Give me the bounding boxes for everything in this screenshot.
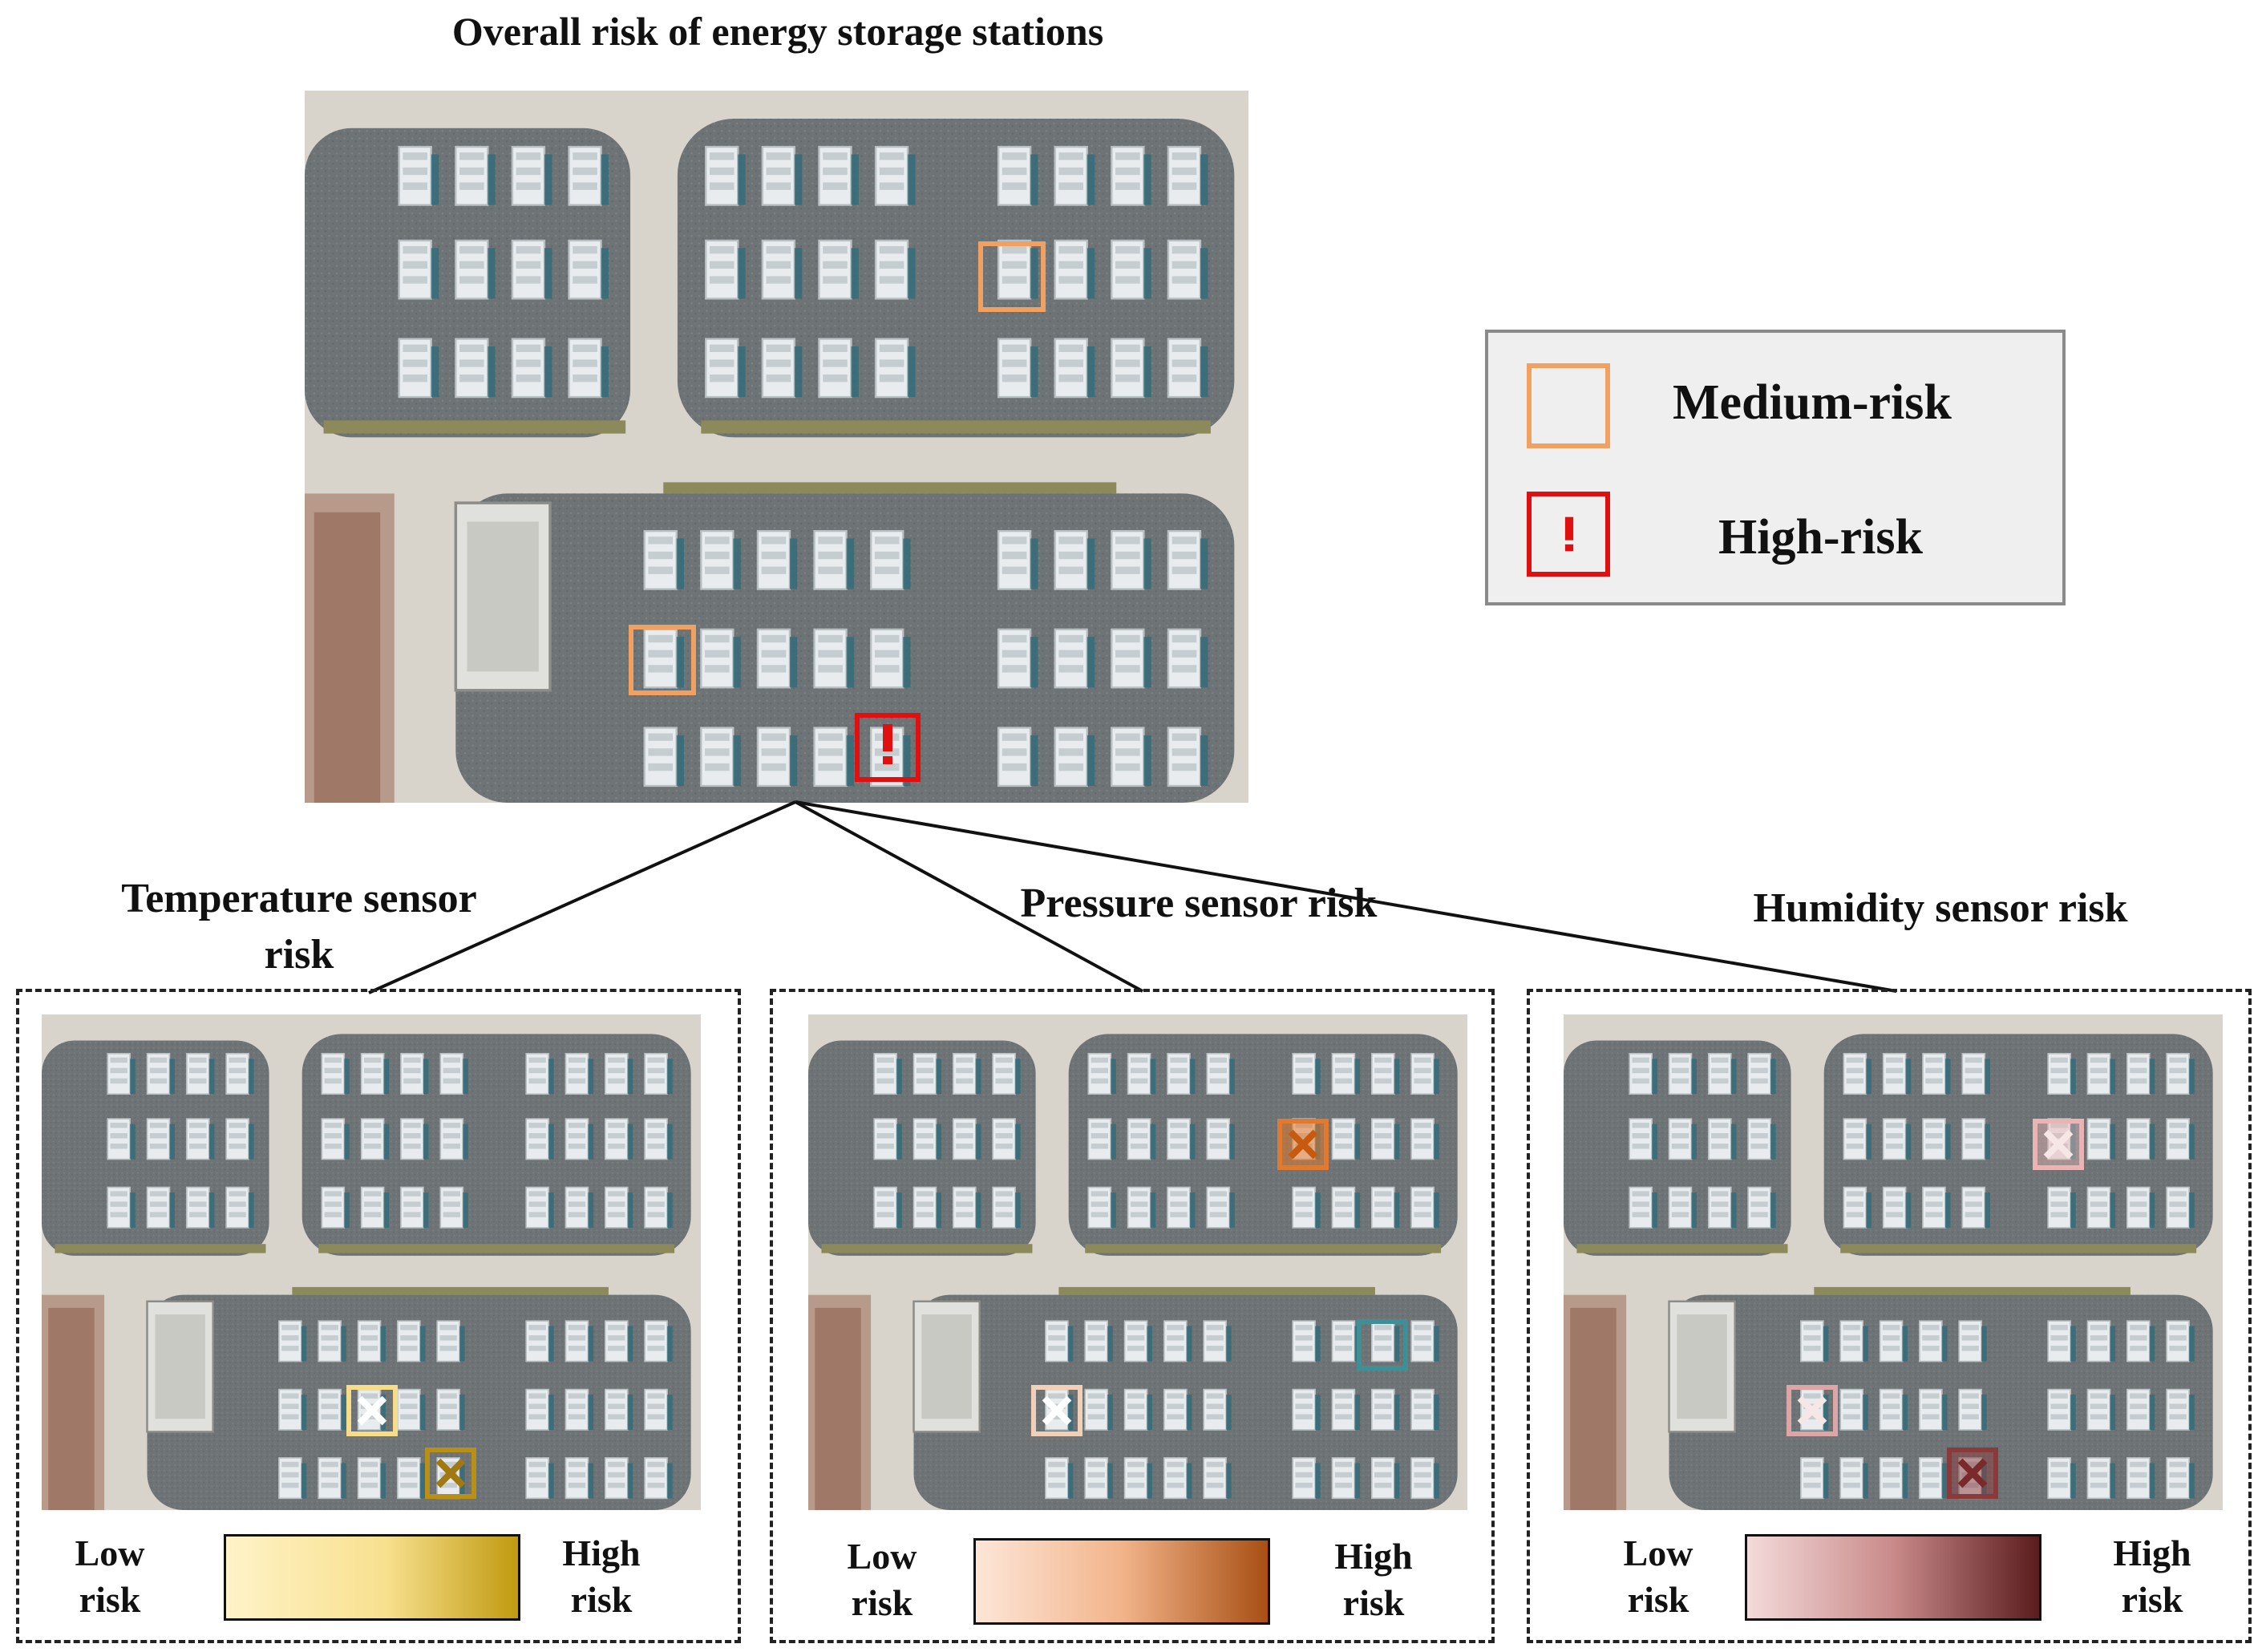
pressure-risk-marker: [1357, 1319, 1408, 1371]
x-mark-icon: [357, 1395, 387, 1426]
x-mark-icon: [1957, 1458, 1988, 1488]
humidity-risk-marker: [1947, 1448, 1998, 1499]
pressure-gradient-bar: [973, 1538, 1270, 1625]
humidity-risk-marker: [2033, 1119, 2084, 1170]
x-mark-icon: [1797, 1395, 1827, 1426]
main-aerial-image: [305, 91, 1248, 803]
panel-title-pressure: Pressure sensor risk: [1020, 881, 1378, 926]
humidity-aerial-image: [1564, 1014, 2223, 1510]
legend: Medium-risk High-risk: [1485, 330, 2066, 605]
humidity-risk-marker: [1787, 1385, 1838, 1436]
warning-icon: [883, 724, 892, 764]
medium-risk-marker: [629, 625, 696, 695]
pressure-risk-marker: [1277, 1119, 1329, 1170]
pressure-high-label: High risk: [1334, 1536, 1413, 1623]
pressure-aerial-image: [808, 1014, 1467, 1510]
medium-risk-marker: [978, 241, 1046, 312]
temperature-high-label: High risk: [562, 1533, 641, 1620]
high-risk-swatch: [1527, 492, 1610, 577]
x-mark-icon: [1288, 1129, 1318, 1160]
humidity-gradient-bar: [1745, 1534, 2041, 1621]
panel-title-temperature: Temperature sensor risk: [121, 876, 477, 978]
pressure-low-label: Low risk: [847, 1536, 917, 1623]
temperature-risk-marker: [346, 1385, 398, 1436]
temperature-low-label: Low risk: [75, 1533, 145, 1620]
humidity-high-label: High risk: [2113, 1533, 2191, 1620]
temperature-panel: [16, 989, 741, 1643]
humidity-panel: [1527, 989, 2252, 1643]
temperature-gradient-bar: [224, 1534, 520, 1621]
x-mark-icon: [1042, 1395, 1072, 1426]
pressure-risk-marker: [1031, 1385, 1082, 1436]
medium-risk-swatch: [1527, 363, 1610, 448]
x-mark-icon: [435, 1458, 466, 1488]
main-title: Overall risk of energy storage stations: [451, 9, 1104, 54]
legend-medium-label: Medium-risk: [1673, 375, 1952, 430]
humidity-low-label: Low risk: [1623, 1533, 1693, 1620]
x-mark-icon: [2043, 1129, 2074, 1160]
panel-title-humidity: Humidity sensor risk: [1753, 885, 2128, 931]
temperature-aerial-image: [42, 1014, 701, 1510]
legend-high-label: High-risk: [1718, 510, 1923, 565]
warning-icon: [1564, 516, 1574, 552]
pressure-panel: [770, 989, 1495, 1643]
high-risk-marker: [855, 713, 921, 782]
temperature-risk-marker: [425, 1448, 476, 1499]
